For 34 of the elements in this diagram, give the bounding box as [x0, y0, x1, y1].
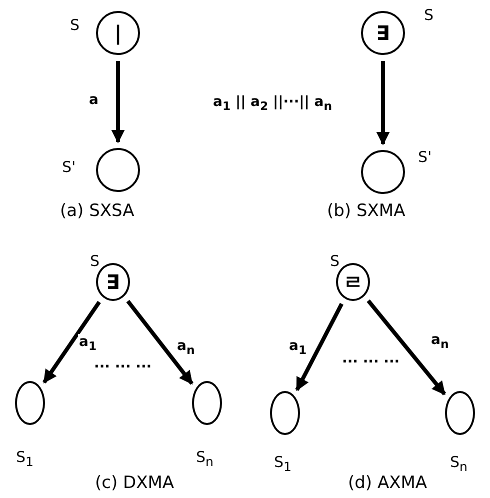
panel-caption: (c) DXMA [95, 475, 174, 492]
state-label: S$_{n}$ [196, 450, 214, 468]
arrow [126, 300, 194, 385]
state-symbol: ∃ [106, 272, 120, 292]
state-label: S' [418, 150, 432, 165]
state-label: S' [62, 160, 76, 175]
state-circle [361, 11, 405, 55]
state-symbol: | [114, 23, 122, 43]
ellipsis-mark: ··· ··· ··· [342, 355, 400, 369]
panel-caption: (a) SXSA [60, 203, 134, 220]
arrow [295, 302, 344, 392]
state-label: S$_{1}$ [274, 455, 292, 474]
arrow [42, 300, 101, 384]
state-circle [361, 150, 405, 194]
state-label: S [70, 18, 80, 33]
state-label: S [90, 254, 100, 269]
ellipsis-mark: ··· ··· ··· [94, 360, 152, 374]
state-circle [15, 381, 45, 425]
state-circle [445, 391, 475, 435]
state-label: S [330, 254, 340, 269]
arrow [111, 61, 125, 144]
state-circle [270, 391, 300, 435]
arrow [366, 299, 446, 396]
panel-caption: (d) AXMA [348, 475, 428, 492]
state-label: S [424, 8, 434, 23]
state-label: S$_{1}$ [16, 450, 34, 468]
state-circle [96, 148, 140, 192]
state-circle [96, 11, 140, 55]
arrow [376, 61, 390, 146]
state-label: S$_{n}$ [450, 455, 468, 474]
state-circle [192, 381, 222, 425]
panel-caption: (b) SXMA [327, 203, 406, 220]
state-symbol: ㄹ [343, 272, 363, 292]
state-symbol: ∃ [376, 23, 390, 43]
